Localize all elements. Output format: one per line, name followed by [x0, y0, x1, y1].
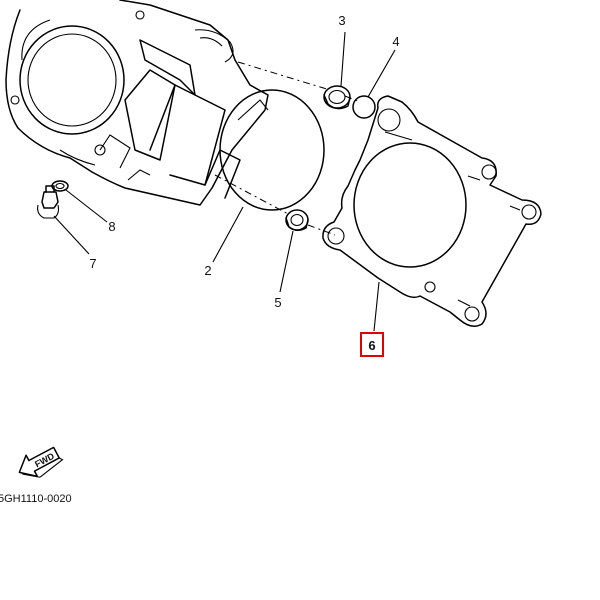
part-number-6: 6 — [368, 338, 375, 353]
cylinder-block — [5, 0, 269, 206]
part-number-5: 5 — [274, 295, 281, 310]
part-7-bolt — [37, 185, 60, 219]
part-6-highlight[interactable]: 6 — [360, 332, 384, 357]
part-number-7: 7 — [89, 256, 96, 271]
part-number-4: 4 — [392, 34, 399, 49]
part-3-dowel-pin — [323, 85, 351, 110]
part-number-3: 3 — [338, 13, 345, 28]
leader-lines — [53, 31, 396, 332]
drawing-code: 5GH1110-0020 — [0, 493, 72, 505]
part-number-2: 2 — [204, 263, 211, 278]
part-6-cylinder-gasket — [322, 95, 542, 327]
part-4-o-ring — [352, 95, 376, 119]
part-2-seal — [219, 89, 325, 211]
alignment-lines — [214, 61, 361, 236]
part-5-dowel-pin — [285, 209, 309, 231]
part-number-8: 8 — [108, 219, 115, 234]
fwd-direction-arrow: FWD — [18, 446, 64, 478]
